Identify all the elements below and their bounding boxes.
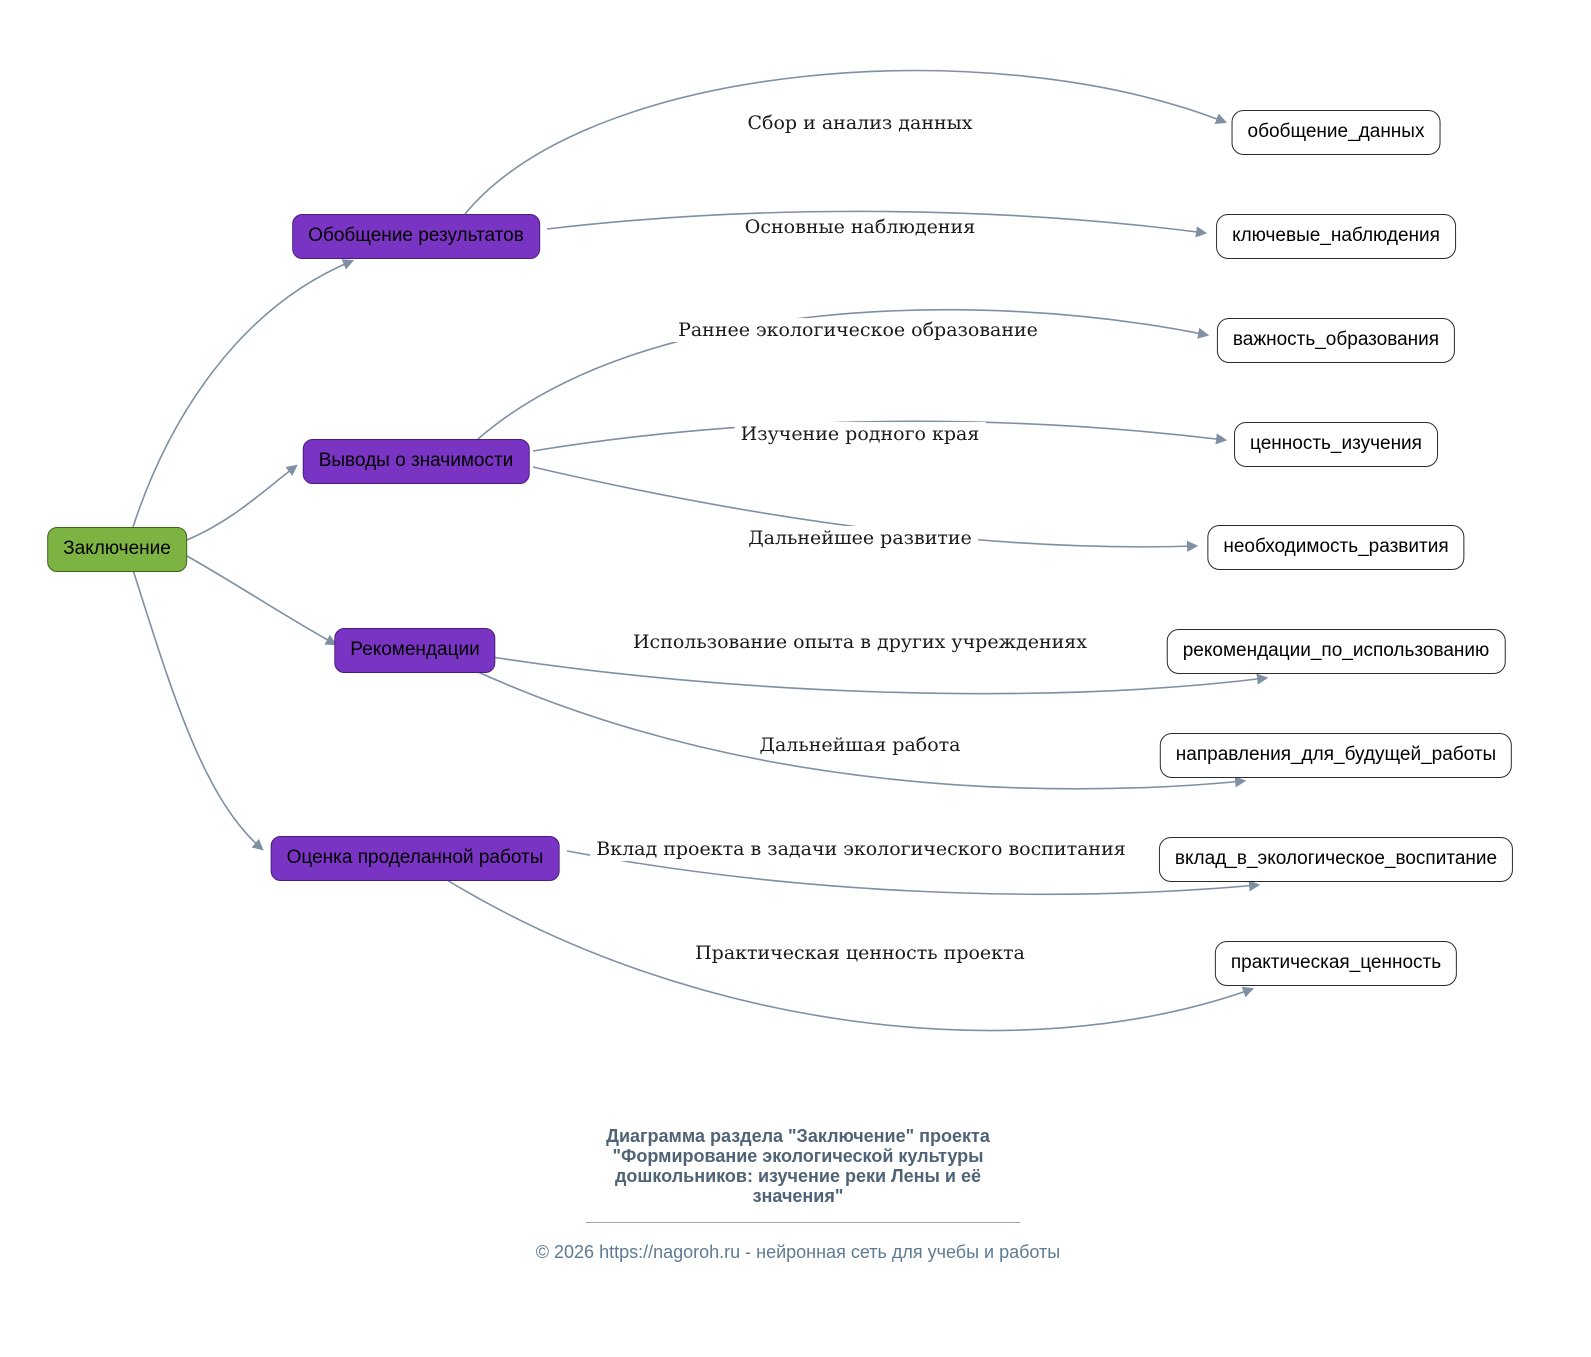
edge-label-further-work: Дальнейшая работа	[753, 733, 967, 757]
leaf-education-importance: важность_образования	[1216, 318, 1456, 363]
leaf-eco-education-contribution: вклад_в_экологическое_воспитание	[1158, 837, 1514, 882]
edge-evaluation-practical-value	[446, 879, 1255, 1032]
leaf-usage-recommendations: рекомендации_по_использованию	[1166, 629, 1506, 674]
edge-conclusion-summary	[132, 259, 355, 528]
edge-significance-education-importance	[477, 308, 1210, 440]
leaf-study-value: ценность_изучения	[1234, 422, 1438, 467]
edge-summary-data-summary	[464, 69, 1228, 215]
leaf-development-necessity: необходимость_развития	[1207, 525, 1465, 570]
leaf-data-summary: обобщение_данных	[1231, 110, 1441, 155]
leaf-future-work-directions: направления_для_будущей_работы	[1159, 733, 1513, 778]
diagram-caption: Диаграмма раздела "Заключение" проекта "…	[606, 1126, 990, 1206]
edge-evaluation-eco-contribution	[566, 850, 1261, 896]
node-work-evaluation: Оценка проделанной работы	[270, 836, 560, 881]
copyright-text: © 2026 https://nagoroh.ru - нейронная се…	[535, 1242, 1061, 1262]
edge-recommendations-usage-recommendations	[491, 656, 1269, 695]
edge-label-early-eco-education: Раннее экологическое образование	[672, 318, 1044, 342]
footer-divider	[586, 1222, 1020, 1223]
node-conclusion: Заключение	[47, 527, 187, 572]
leaf-practical-value: практическая_ценность	[1214, 941, 1458, 986]
leaf-key-observations: ключевые_наблюдения	[1216, 214, 1456, 259]
node-recommendations: Рекомендации	[334, 628, 496, 673]
edge-label-data-collection: Сбор и анализ данных	[741, 111, 979, 135]
edge-label-main-observations: Основные наблюдения	[738, 215, 982, 239]
edge-conclusion-evaluation	[132, 569, 264, 851]
edge-recommendations-future-work	[477, 671, 1247, 790]
edge-label-practical-project-value: Практическая ценность проекта	[689, 941, 1031, 965]
edge-label-further-development: Дальнейшее развитие	[742, 526, 978, 550]
edge-label-experience-usage: Использование опыта в других учреждениях	[626, 630, 1094, 654]
edge-conclusion-recommendations	[186, 555, 337, 646]
edge-label-native-region-study: Изучение родного края	[734, 422, 986, 446]
node-results-summary: Обобщение результатов	[292, 214, 540, 259]
edge-significance-study-value	[532, 420, 1228, 452]
node-significance-conclusions: Выводы о значимости	[302, 439, 530, 484]
edge-conclusion-significance	[186, 464, 298, 541]
edge-label-project-contribution: Вклад проекта в задачи экологического во…	[590, 837, 1132, 861]
edge-summary-key-observations	[546, 210, 1208, 238]
